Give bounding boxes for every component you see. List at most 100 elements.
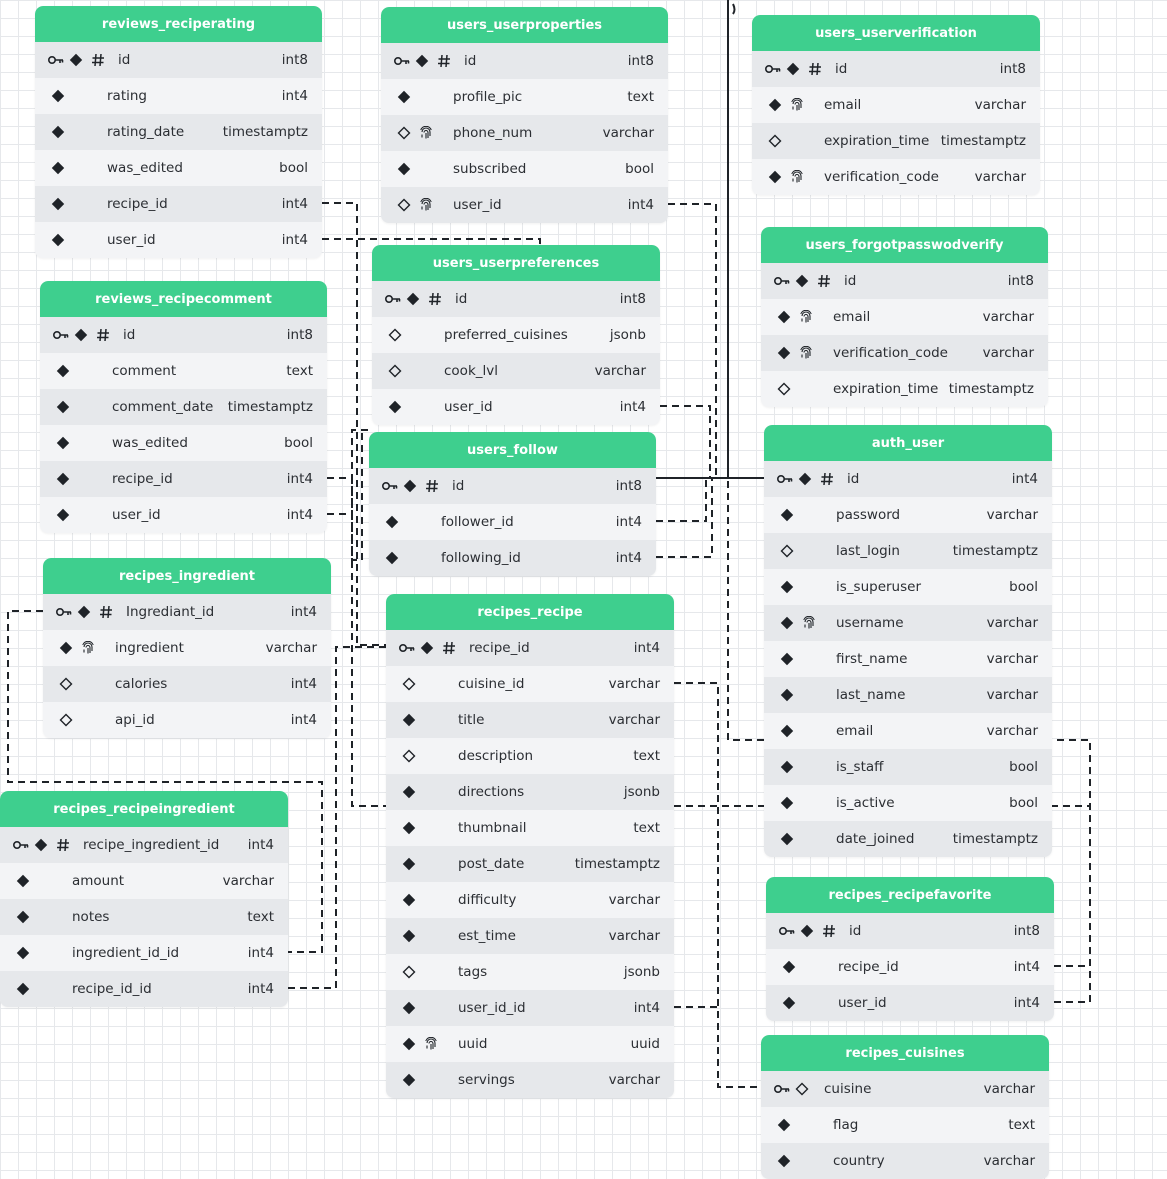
table-header[interactable]: recipes_cuisines: [761, 1035, 1049, 1071]
not-null-icon: [401, 1026, 417, 1062]
table-header[interactable]: recipes_recipeingredient: [0, 791, 288, 827]
table-header[interactable]: users_follow: [369, 432, 656, 468]
table-header[interactable]: recipes_recipefavorite: [766, 877, 1054, 913]
table-header[interactable]: auth_user: [764, 425, 1052, 461]
table-header[interactable]: users_userverification: [752, 15, 1040, 51]
table-header[interactable]: reviews_recipecomment: [40, 281, 327, 317]
table-header[interactable]: recipes_ingredient: [43, 558, 331, 594]
table-header[interactable]: recipes_recipe: [386, 594, 674, 630]
table-header[interactable]: users_userpreferences: [372, 245, 660, 281]
not-null-icon: [76, 594, 92, 630]
table-header[interactable]: users_userproperties: [381, 7, 668, 43]
table-header[interactable]: reviews_reciperating: [35, 6, 322, 42]
table-header[interactable]: users_forgotpasswodverify: [761, 227, 1048, 263]
